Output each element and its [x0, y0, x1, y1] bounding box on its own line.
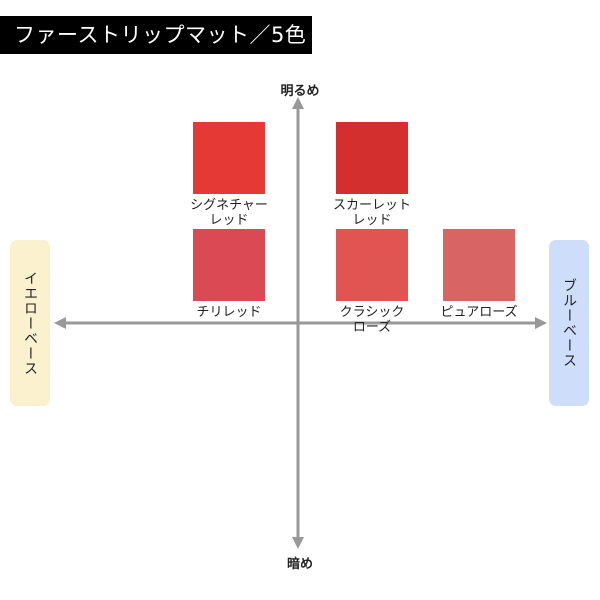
axis-label-bright: 明るめ [280, 84, 320, 99]
swatch-scarlet-red [336, 122, 408, 194]
swatch-chili-red [193, 229, 265, 301]
swatch-label-pure-rose: ピュアローズ [440, 305, 518, 320]
swatch-label-chili-red: チリレッド [196, 305, 262, 320]
yellow-base-label: イエローベース [22, 270, 38, 376]
swatch-label-signature-red: シグネチャー レッド [190, 198, 268, 228]
yellow-base-box: イエローベース [10, 240, 50, 406]
blue-base-box: ブルーベース [549, 240, 589, 406]
swatch-label-classic-rose: クラシック ローズ [339, 305, 405, 335]
swatch-signature-red [193, 122, 265, 194]
swatch-pure-rose [443, 229, 515, 301]
swatch-classic-rose [336, 229, 408, 301]
axis-label-dark: 暗め [286, 557, 314, 572]
blue-base-label: ブルーベース [561, 278, 577, 368]
page-title: ファーストリップマット／5色 [0, 16, 312, 54]
swatch-label-scarlet-red: スカーレット レッド [332, 198, 411, 228]
